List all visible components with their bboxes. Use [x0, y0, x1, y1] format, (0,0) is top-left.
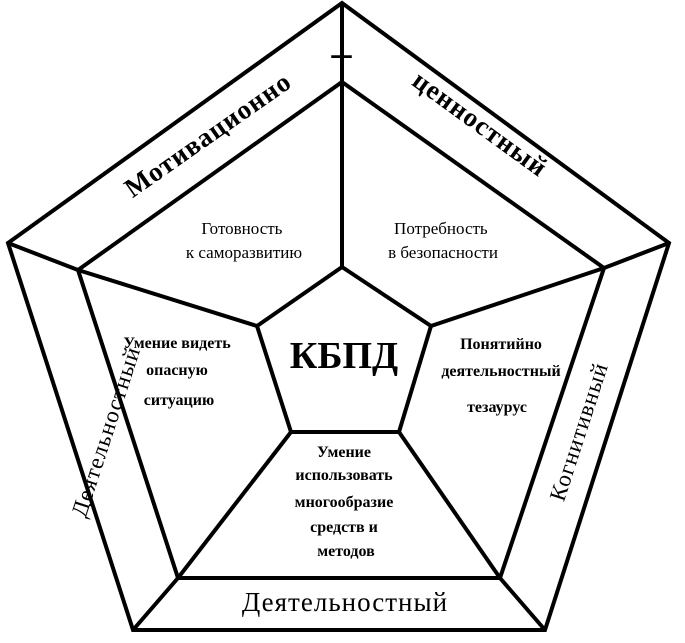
cell-top-right-line: в безопасности — [388, 243, 498, 262]
band-label-bottom: Деятельностный — [242, 587, 448, 617]
cell-right: Понятийно деятельностный тезаурус — [441, 336, 564, 416]
cell-left-line: Умение видеть — [123, 335, 231, 352]
cell-bottom-line: многообразие — [295, 494, 394, 511]
cell-bottom-line: использовать — [295, 467, 393, 484]
center-label: КБПД — [290, 335, 398, 377]
band-dash: – — [331, 30, 353, 75]
cell-bottom-line: методов — [317, 543, 375, 560]
spoke-left — [77, 268, 258, 328]
band-label-left: Деятельностный — [67, 343, 146, 520]
outer-pentagon — [5, 0, 672, 632]
cell-top-left: Готовность к саморазвитию — [186, 219, 302, 262]
cell-top-left-line: к саморазвитию — [186, 243, 302, 262]
corner-connector-bottom-right — [498, 576, 547, 632]
band-label-right: Когнитивный — [545, 359, 613, 504]
cell-top-right: Потребность в безопасности — [388, 219, 498, 262]
cell-left-line: опасную — [146, 362, 208, 379]
spoke-bottom-right — [397, 430, 502, 580]
cell-right-line: Понятийно — [460, 336, 542, 353]
corner-connector-left — [7, 241, 79, 272]
cell-bottom-line: Умение — [317, 444, 371, 461]
cell-bottom: Умение использовать многообразие средств… — [295, 444, 398, 560]
inner-pentagon — [75, 79, 607, 580]
cell-bottom-line: средств и — [310, 519, 378, 536]
corner-connector-bottom-left — [131, 576, 180, 632]
cell-top-right-line: Потребность — [394, 219, 488, 238]
cell-left: Умение видеть опасную ситуацию — [123, 335, 234, 409]
spoke-bottom-left — [176, 430, 293, 580]
corner-connector-right — [603, 241, 670, 270]
cell-top-left-line: Готовность — [201, 219, 282, 238]
spoke-right — [430, 266, 605, 328]
center-pentagon — [254, 264, 434, 434]
cell-right-line: деятельностный — [441, 363, 560, 380]
cell-right-line: тезаурус — [467, 399, 527, 416]
band-label-top-right: ценностный — [407, 65, 554, 183]
cell-left-line: ситуацию — [144, 392, 214, 409]
